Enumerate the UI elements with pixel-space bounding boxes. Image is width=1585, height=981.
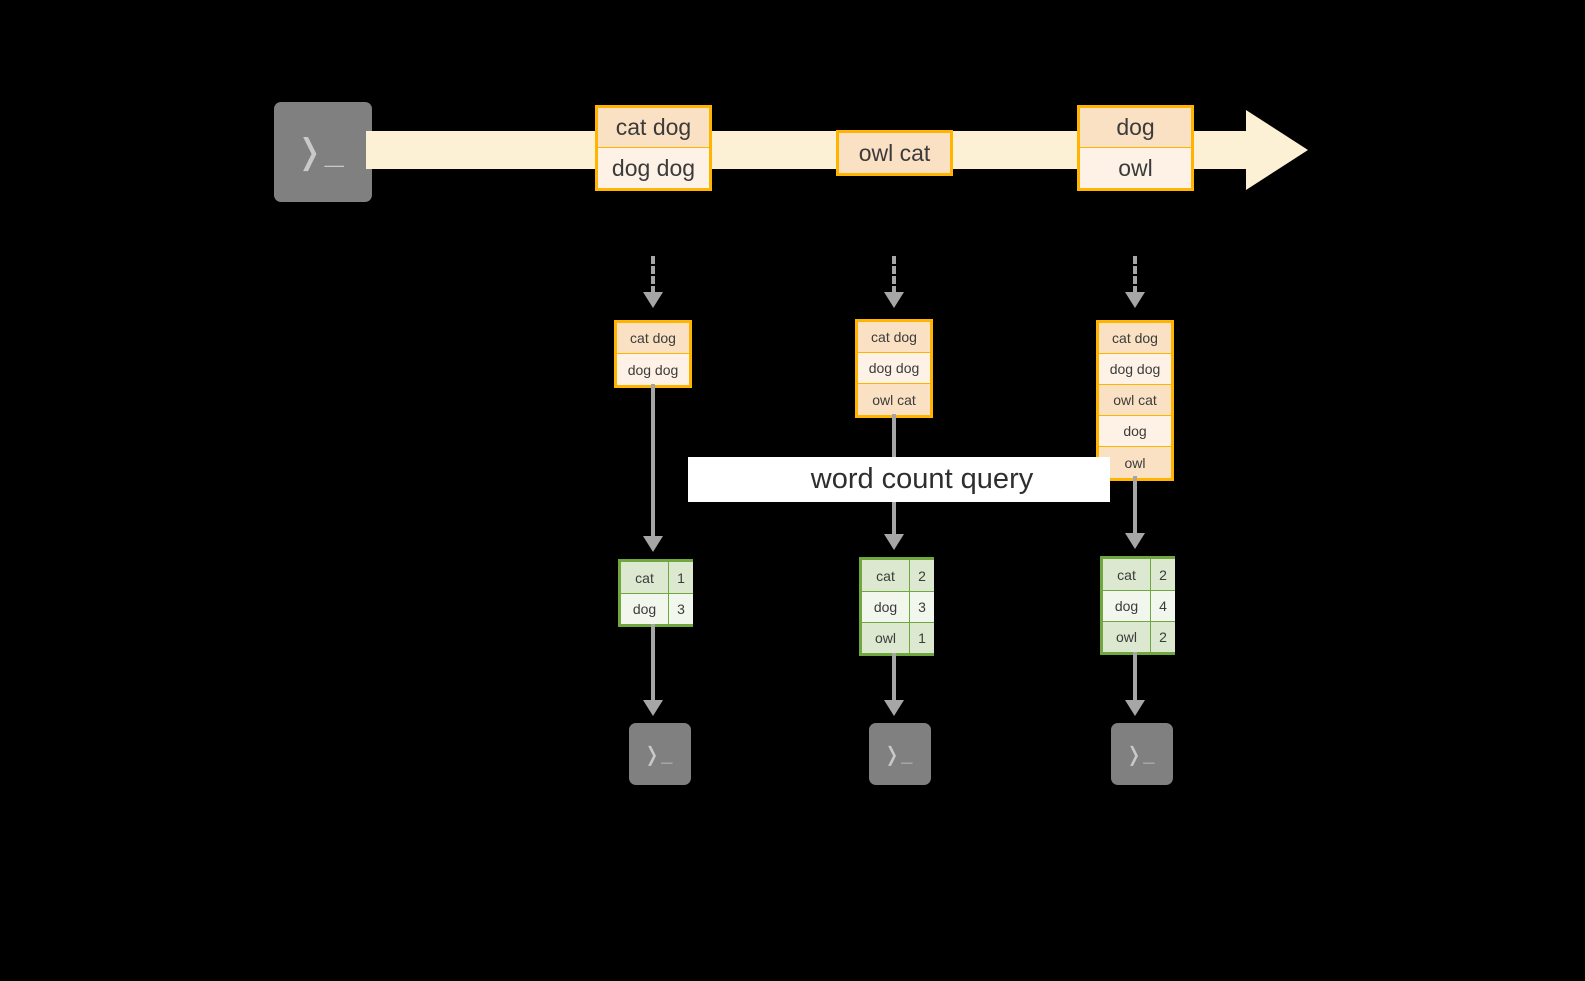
terminal-body <box>869 723 931 785</box>
result-word: owl <box>862 623 910 653</box>
batch-row: cat dog <box>858 322 930 353</box>
query-connector-3 <box>1133 476 1137 545</box>
sink-connector-3-arrowhead <box>1125 700 1145 716</box>
result-table-2: cat 2 dog 3 owl 1 <box>859 557 934 656</box>
result-count: 3 <box>669 594 693 624</box>
result-word: dog <box>1103 591 1151 621</box>
result-count: 2 <box>910 560 934 591</box>
stream-record-line: dog <box>1080 108 1191 148</box>
result-word: cat <box>862 560 910 591</box>
dashed-connector-1 <box>651 256 655 294</box>
sink-connector-2-arrowhead <box>884 700 904 716</box>
batch-row: dog dog <box>1099 354 1171 385</box>
batch-table-2: cat dog dog dog owl cat <box>855 319 933 418</box>
sink-terminal-icon-3: ❭_ <box>1104 716 1180 792</box>
batch-table-1: cat dog dog dog <box>614 320 692 388</box>
terminal-body <box>1111 723 1173 785</box>
source-terminal-icon: ❭_ <box>267 95 379 209</box>
terminal-prompt-glyph: ❭_ <box>295 133 345 171</box>
sink-connector-2 <box>892 653 896 706</box>
result-count: 3 <box>910 592 934 622</box>
sink-terminal-icon-2: ❭_ <box>862 716 938 792</box>
terminal-prompt-glyph: ❭_ <box>1125 743 1156 766</box>
batch-row: dog dog <box>858 353 930 384</box>
terminal-prompt-glyph: ❭_ <box>643 743 674 766</box>
terminal-body <box>629 723 691 785</box>
dashed-connector-1-arrowhead <box>643 292 663 308</box>
dashed-connector-2-arrowhead <box>884 292 904 308</box>
sink-connector-1 <box>651 624 655 706</box>
batch-row: dog dog <box>617 354 689 385</box>
batch-row: cat dog <box>617 323 689 354</box>
result-word: cat <box>1103 559 1151 590</box>
stream-record-line: dog dog <box>598 148 709 188</box>
query-label-band: word count query <box>688 457 1110 502</box>
result-word: owl <box>1103 622 1151 652</box>
query-label-text: word count query <box>810 463 1034 495</box>
stream-record-2: owl cat <box>836 130 953 176</box>
result-count: 2 <box>1151 622 1175 652</box>
result-word: dog <box>621 594 669 624</box>
dashed-connector-3 <box>1133 256 1137 294</box>
sink-connector-1-arrowhead <box>643 700 663 716</box>
table-row: cat 1 <box>621 562 693 593</box>
stream-record-1: cat dog dog dog <box>595 105 712 191</box>
terminal-body <box>274 102 372 202</box>
result-table-3: cat 2 dog 4 owl 2 <box>1100 556 1175 655</box>
result-table-1: cat 1 dog 3 <box>618 559 693 627</box>
query-connector-1 <box>651 384 655 547</box>
sink-connector-3 <box>1133 652 1137 706</box>
stream-record-line: cat dog <box>598 108 709 148</box>
result-count: 2 <box>1151 559 1175 590</box>
table-row: dog 4 <box>1103 590 1175 621</box>
sink-terminal-icon-1: ❭_ <box>622 716 698 792</box>
batch-row: cat dog <box>1099 323 1171 354</box>
batch-row: owl cat <box>858 384 930 415</box>
query-connector-2-arrowhead <box>884 534 904 550</box>
table-row: owl 1 <box>862 622 934 653</box>
result-count: 4 <box>1151 591 1175 621</box>
batch-row: dog <box>1099 416 1171 447</box>
query-connector-3-arrowhead <box>1125 533 1145 549</box>
table-row: dog 3 <box>621 593 693 624</box>
stream-record-line: owl cat <box>839 133 950 173</box>
result-word: dog <box>862 592 910 622</box>
dashed-connector-2 <box>892 256 896 294</box>
stream-arrow-head <box>1246 110 1308 190</box>
result-count: 1 <box>910 623 934 653</box>
table-row: dog 3 <box>862 591 934 622</box>
query-connector-1-arrowhead <box>643 536 663 552</box>
batch-row: owl cat <box>1099 385 1171 416</box>
stream-record-line: owl <box>1080 148 1191 188</box>
table-row: cat 2 <box>1103 559 1175 590</box>
terminal-prompt-glyph: ❭_ <box>883 743 914 766</box>
result-word: cat <box>621 562 669 593</box>
table-row: owl 2 <box>1103 621 1175 652</box>
table-row: cat 2 <box>862 560 934 591</box>
dashed-connector-3-arrowhead <box>1125 292 1145 308</box>
batch-row: owl <box>1099 447 1171 478</box>
stream-record-3: dog owl <box>1077 105 1194 191</box>
result-count: 1 <box>669 562 693 593</box>
batch-table-3: cat dog dog dog owl cat dog owl <box>1096 320 1174 481</box>
